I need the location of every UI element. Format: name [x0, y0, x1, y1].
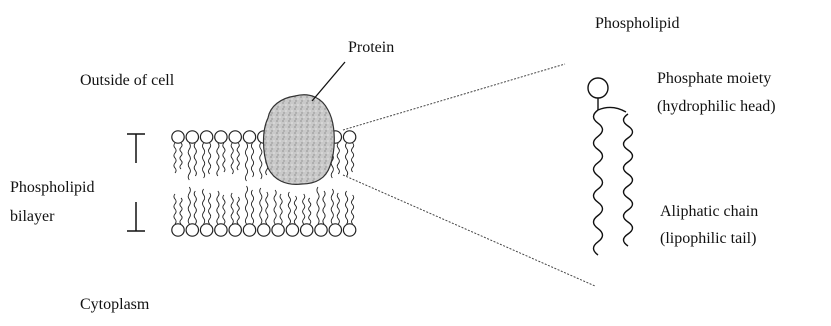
- lipid-tail-line: [346, 191, 348, 224]
- lipid-head-icon: [272, 224, 284, 236]
- lipid-tail-line: [288, 192, 290, 224]
- phospholipid-neck: [598, 98, 626, 112]
- lower-leaflet-heads: [172, 224, 356, 236]
- bilayer-bracket: [127, 134, 145, 231]
- zoom-guide-lower: [343, 175, 595, 286]
- lipid-tail-line: [174, 143, 176, 173]
- lipid-head-icon: [172, 131, 184, 143]
- lipid-tail-line: [337, 193, 339, 224]
- cytoplasm-label: Cytoplasm: [80, 296, 150, 313]
- lipid-head-icon: [172, 224, 184, 236]
- lipid-head-icon: [315, 224, 327, 236]
- bilayer-label-line1: Phospholipid: [10, 179, 94, 196]
- lipid-head-icon: [301, 224, 313, 236]
- outside-of-cell-label: Outside of cell: [80, 72, 175, 89]
- lower-leaflet-tails: [174, 186, 354, 224]
- lipid-tail-line: [174, 194, 176, 224]
- lipid-head-icon: [343, 131, 355, 143]
- lipid-tail-line: [260, 188, 262, 224]
- tail-label-line1: Aliphatic chain: [660, 203, 758, 220]
- lipid-tail-line: [194, 191, 196, 224]
- lipid-tail-line: [209, 143, 211, 174]
- lipid-head-icon: [215, 131, 227, 143]
- lipid-tail-line: [231, 143, 233, 174]
- head-label-line2: (hydrophilic head): [657, 98, 776, 115]
- lipid-tail-line: [260, 143, 262, 179]
- bilayer-label-line2: bilayer: [10, 208, 55, 225]
- lipid-tail-line: [352, 195, 354, 224]
- lipid-tail-line: [323, 191, 325, 224]
- lipid-head-icon: [243, 224, 255, 236]
- tail-label-line2: (lipophilic tail): [660, 230, 756, 247]
- lipid-head-icon: [329, 224, 341, 236]
- lipid-head-icon: [215, 224, 227, 236]
- lipid-tail-line: [223, 195, 225, 224]
- zoom-guide-upper: [343, 64, 565, 130]
- lipid-tail-line: [203, 189, 205, 224]
- lipid-tail-line: [237, 143, 239, 170]
- lipid-tail-line: [217, 191, 219, 224]
- lipid-tail-line: [303, 194, 305, 224]
- lipid-head-icon: [186, 131, 198, 143]
- lipid-tail-line: [231, 193, 233, 224]
- lipid-tail-line: [266, 192, 268, 224]
- lipid-head-icon: [200, 224, 212, 236]
- protein-shape: [264, 95, 335, 185]
- lipid-head-icon: [258, 224, 270, 236]
- lipid-tail-line: [337, 143, 339, 174]
- lipid-tail-line: [245, 143, 247, 181]
- head-label-line1: Phosphate moiety: [657, 70, 771, 87]
- lipid-tail-line: [331, 189, 333, 224]
- protein-label: Protein: [348, 39, 394, 56]
- lipid-tail-line: [280, 194, 282, 224]
- lipid-head-icon: [200, 131, 212, 143]
- lipid-head-icon: [229, 224, 241, 236]
- lipid-tail-line: [274, 190, 276, 224]
- lipid-head-icon: [243, 131, 255, 143]
- protein-pointer-line: [312, 62, 345, 101]
- lipid-tail-line: [180, 143, 182, 169]
- lipid-head-icon: [229, 131, 241, 143]
- lipophilic-tail-icon-1: [594, 110, 603, 255]
- lipid-tail-line: [203, 143, 205, 178]
- lipid-tail-line: [245, 186, 247, 224]
- lipid-tail-line: [251, 143, 253, 177]
- lipid-head-icon: [186, 224, 198, 236]
- lipid-tail-line: [188, 143, 190, 180]
- lipid-tail-line: [309, 198, 311, 224]
- phosphate-head-icon: [588, 78, 608, 98]
- lipid-tail-line: [352, 143, 354, 172]
- lipid-tail-line: [346, 143, 348, 176]
- lipid-head-icon: [343, 224, 355, 236]
- lipid-tail-line: [194, 143, 196, 176]
- lipid-tail-line: [180, 198, 182, 224]
- lipid-tail-line: [237, 197, 239, 224]
- lipid-tail-line: [223, 143, 225, 172]
- lipid-tail-line: [217, 143, 219, 176]
- lipid-tail-line: [294, 196, 296, 224]
- lipid-head-icon: [286, 224, 298, 236]
- lipid-tail-line: [317, 187, 319, 224]
- lipophilic-tail-icon-2: [624, 114, 633, 246]
- lipid-tail-line: [251, 190, 253, 224]
- phospholipid-title: Phospholipid: [595, 15, 679, 32]
- lipid-tail-line: [209, 193, 211, 224]
- lipid-tail-line: [188, 187, 190, 224]
